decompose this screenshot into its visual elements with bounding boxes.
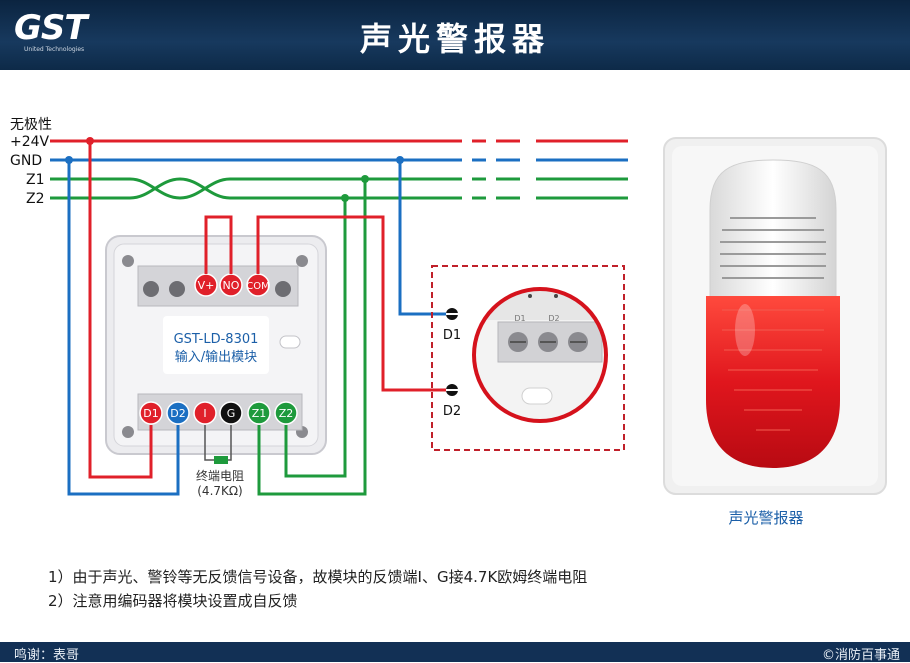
top-terminal-com: COM	[246, 273, 270, 297]
header-bar: GST United Technologies 声光警报器	[0, 0, 910, 70]
resistor-label: 终端电阻	[196, 468, 244, 483]
footer-bar: 鸣谢：表哥 ©消防百事通	[0, 642, 910, 663]
zoom-label-d1: D1	[514, 314, 525, 323]
bus-label-gnd: GND	[10, 153, 42, 169]
bottom-terminal-g: G	[219, 401, 243, 425]
gst-logo: GST United Technologies	[14, 8, 88, 53]
terminal-label: G	[227, 407, 236, 420]
zoom-box	[431, 265, 625, 451]
copyright-text: ©消防百事通	[821, 648, 900, 663]
module-model: GST-LD-8301	[174, 332, 259, 347]
terminal-label: D2	[443, 404, 461, 419]
terminal-label: I	[203, 407, 206, 420]
top-terminal-vplus: V+	[194, 273, 218, 297]
junction-dots	[65, 137, 404, 202]
top-terminal-no: NO	[219, 273, 243, 297]
logo-subtitle: United Technologies	[24, 46, 85, 53]
note-2: 2）注意用编码器将模块设置成自反馈	[48, 592, 298, 610]
terminal-label: D2	[170, 407, 185, 420]
terminal-label: COM	[246, 281, 269, 292]
terminal-label: Z1	[252, 407, 267, 420]
device-terminal-d1: D1	[443, 308, 461, 343]
terminal-zoom-inset: D1 D2	[472, 287, 608, 423]
bus-label-24v: +24V	[10, 134, 50, 150]
wiring-diagram: 无极性 +24V GND Z1 Z2	[10, 117, 887, 527]
bottom-terminal-z1: Z1	[247, 401, 271, 425]
polarity-label: 无极性	[10, 117, 52, 133]
end-resistor: 终端电阻 (4.7KΩ)	[196, 425, 244, 498]
terminal-label: V+	[198, 279, 215, 292]
device-caption: 声光警报器	[728, 509, 803, 527]
bottom-terminal-z2: Z2	[274, 401, 298, 425]
terminal-label: Z2	[279, 407, 294, 420]
module-name: 输入/输出模块	[175, 349, 257, 365]
page-title: 声光警报器	[359, 20, 550, 58]
logo-text: GST	[14, 8, 88, 48]
bottom-terminal-d2: D2	[166, 401, 190, 425]
io-module: GST-LD-8301 输入/输出模块	[105, 235, 327, 455]
device-terminal-d2: D2	[443, 384, 461, 419]
credits-text: 鸣谢：表哥	[14, 648, 80, 663]
resistor-value: (4.7KΩ)	[197, 484, 243, 498]
connection-wires	[67, 141, 446, 496]
zoom-label-d2: D2	[548, 314, 559, 323]
terminal-label: D1	[143, 407, 158, 420]
bus-z-lines	[50, 177, 628, 200]
terminal-label: NO	[223, 279, 240, 292]
bottom-terminal-i: I	[193, 401, 217, 425]
bus-label-z1: Z1	[26, 172, 45, 188]
bottom-terminal-d1: D1	[139, 401, 163, 425]
terminal-label: D1	[443, 328, 461, 343]
bus-label-z2: Z2	[26, 191, 45, 207]
notes-section: 1）由于声光、警铃等无反馈信号设备，故模块的反馈端I、G接4.7K欧姆终端电阻 …	[48, 565, 587, 613]
note-1: 1）由于声光、警铃等无反馈信号设备，故模块的反馈端I、G接4.7K欧姆终端电阻	[48, 568, 588, 586]
strobe-siren-device: 声光警报器	[663, 137, 887, 527]
